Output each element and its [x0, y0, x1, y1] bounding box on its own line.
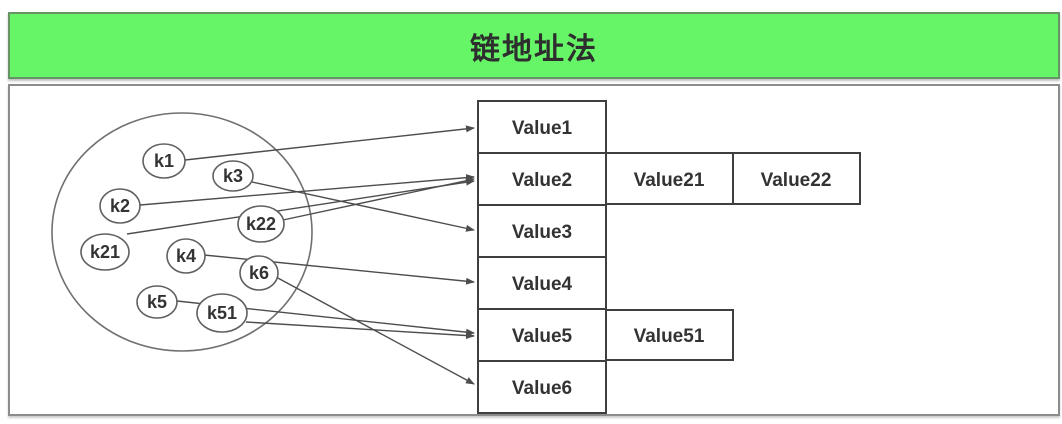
bucket-value5: Value5 — [477, 308, 607, 362]
arrow-k1-value1 — [184, 125, 475, 161]
key-circle-k22 — [237, 205, 285, 243]
key-circle-k6 — [239, 255, 279, 291]
key-node-k51: k51 — [196, 293, 248, 333]
key-label-k21: k21 — [90, 242, 120, 262]
key-label-k1: k1 — [154, 151, 174, 171]
bucket-label-value1: Value1 — [512, 118, 573, 139]
key-node-k22: k22 — [237, 205, 285, 243]
arrow-k2-value2 — [139, 174, 475, 206]
key-set-circle — [51, 112, 313, 352]
bucket-value4: Value4 — [477, 256, 607, 310]
bucket-value6: Value6 — [477, 360, 607, 414]
key-label-k3: k3 — [223, 166, 243, 186]
diagram-title: 链地址法 — [470, 32, 598, 66]
chain-value51: Value51 — [605, 309, 734, 361]
bucket-value2: Value2 — [477, 152, 607, 206]
bucket-box-value6 — [477, 360, 607, 414]
chain-label-value22: Value22 — [761, 170, 832, 191]
bucket-label-value6: Value6 — [512, 378, 572, 399]
key-label-k4: k4 — [176, 246, 196, 266]
key-circle-k3 — [212, 160, 254, 192]
key-circle-k51 — [196, 293, 248, 333]
arrow-k51-value5 — [245, 321, 475, 340]
bucket-label-value4: Value4 — [512, 274, 573, 295]
key-node-k5: k5 — [136, 285, 178, 319]
key-node-k3: k3 — [212, 160, 254, 192]
key-label-k51: k51 — [207, 303, 237, 323]
chain-value22: Value22 — [732, 152, 861, 205]
key-node-k1: k1 — [142, 143, 186, 179]
key-circle-k4 — [166, 238, 206, 274]
bucket-value3: Value3 — [477, 204, 607, 258]
chain-box-value51 — [605, 309, 734, 361]
bucket-label-value3: Value3 — [512, 222, 572, 243]
key-circle-k2 — [99, 188, 141, 224]
key-label-k2: k2 — [110, 196, 130, 216]
key-node-k4: k4 — [166, 238, 206, 274]
bucket-label-value2: Value2 — [512, 170, 572, 191]
arrow-k22-value2 — [282, 177, 475, 221]
key-circle-k5 — [136, 285, 178, 319]
arrow-k3-value3 — [251, 181, 475, 232]
chain-label-value21: Value21 — [634, 170, 705, 191]
arrow-k6-value6 — [275, 276, 475, 385]
bucket-box-value1 — [477, 100, 607, 154]
arrow-k21-value2 — [126, 178, 475, 235]
key-circle-k1 — [142, 143, 186, 179]
key-label-k5: k5 — [147, 292, 167, 312]
key-label-k6: k6 — [249, 263, 269, 283]
bucket-box-value3 — [477, 204, 607, 258]
bucket-value1: Value1 — [477, 100, 607, 154]
key-node-k2: k2 — [99, 188, 141, 224]
key-node-k6: k6 — [239, 255, 279, 291]
chain-label-value51: Value51 — [634, 326, 705, 347]
chain-box-value22 — [732, 152, 861, 205]
bucket-box-value2 — [477, 152, 607, 206]
bucket-label-value5: Value5 — [512, 326, 573, 347]
hash-chaining-diagram: k1 k3 k2 k22 k21 k4 k6 k5 k51 Value1 Val… — [51, 100, 861, 414]
diagram-header: 链地址法 — [8, 12, 1060, 79]
bucket-box-value4 — [477, 256, 607, 310]
key-circle-k21 — [80, 233, 130, 271]
key-label-k22: k22 — [246, 214, 276, 234]
key-node-k21: k21 — [80, 233, 130, 271]
chain-value21: Value21 — [605, 152, 734, 205]
